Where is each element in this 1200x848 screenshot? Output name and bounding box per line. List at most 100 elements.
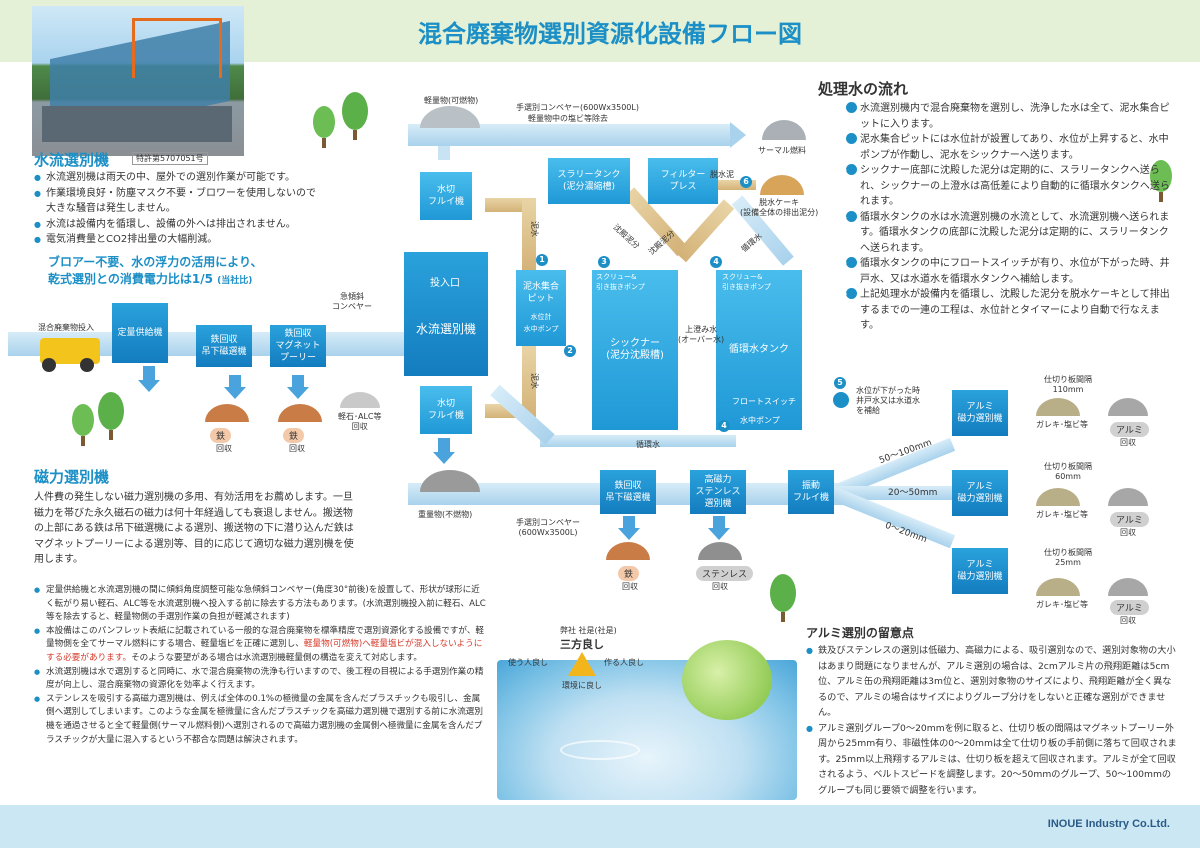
kaishu-label: 回収 xyxy=(622,582,638,591)
water-sorter-bullets: 水流選別機は雨天の中、屋外での選別作業が可能です。 作業環境良好・防塵マスク不要… xyxy=(34,170,324,248)
water-sorter-heading: 水流選別機 xyxy=(34,151,110,169)
screw-pump-label: スクリュー& 引き抜きポンプ xyxy=(596,273,645,291)
mud-water-label: 泥水 xyxy=(530,221,539,237)
highlight-line-1: ブロアー不要、水の浮力の活用により、 xyxy=(48,255,263,269)
iron-tag: 鉄 xyxy=(618,566,640,581)
refill-label: 水位が下がった時 井戸水又は水道水 を補給 xyxy=(856,386,920,415)
arrow-down xyxy=(438,438,450,452)
alumi-tag: アルミ xyxy=(1110,512,1149,527)
ripple-icon xyxy=(560,740,640,760)
screw-pump-label: スクリュー& 引き抜きポンプ xyxy=(722,273,771,291)
step-6-badge: 6 xyxy=(740,176,752,188)
slurry-tank: スラリータンク (泥分濃縮槽) xyxy=(548,158,630,204)
circ-water-label: 循環水 xyxy=(739,231,764,254)
notes-list: 定量供給機と水流選別機の間に傾斜角度調整可能な急傾斜コンベヤー(角度30°前後)… xyxy=(34,584,486,747)
step-1-badge: 1 xyxy=(536,254,548,266)
overflow-label: 上澄み水 (オーバー水) xyxy=(678,325,725,344)
alu-sorter-3: アルミ 磁力選別機 xyxy=(952,548,1008,594)
dewater-screen-top: 水切 フルイ機 xyxy=(420,172,472,220)
iron-tag: 鉄 xyxy=(283,428,305,443)
arrow-down xyxy=(708,528,730,540)
alumi-pile xyxy=(1108,488,1148,506)
kaishu-label: 回収 xyxy=(216,444,232,453)
input-label: 混合廃棄物投入 xyxy=(38,323,94,332)
wheel-icon xyxy=(80,358,94,372)
rubble-label: ガレキ･塩ビ等 xyxy=(1036,510,1088,519)
separator-label: 仕切り板間隔 110mm xyxy=(1044,375,1092,394)
hand-conveyor-top: 手選別コンベヤー(600Wx3500L) xyxy=(516,103,639,112)
tree-icon xyxy=(98,392,124,440)
sanpo-left: 使う人良し xyxy=(508,658,548,667)
arrow-down xyxy=(618,528,640,540)
step-3-badge: 3 xyxy=(598,256,610,268)
thickener: シックナー (泥分沈殿槽) xyxy=(592,270,678,430)
iron-tag: 鉄 xyxy=(210,428,232,443)
alumi-tag: アルミ xyxy=(1110,422,1149,437)
note: 定量供給機と水流選別機の間に傾斜角度調整可能な急傾斜コンベヤー(角度30°前後)… xyxy=(34,584,486,625)
arrow-down xyxy=(623,516,635,528)
filter-press: フィルター プレス xyxy=(648,158,718,204)
stainless-pile xyxy=(698,542,742,560)
circ-water-label: 循環水 xyxy=(636,440,660,449)
bullet: 鉄及びステンレスの選別は低磁力、高磁力による、吸引選別なので、選別対象物の大小は… xyxy=(806,643,1178,721)
magnetic-text: 人件費の発生しない磁力選別機の多用、有効活用をお薦めします。一旦磁力を帯びた永久… xyxy=(34,492,354,565)
sludge-pipe xyxy=(675,199,735,263)
rubble-label: ガレキ･塩ビ等 xyxy=(1036,600,1088,609)
mud-pit: 泥水集合 ピット 水位計 水中ポンプ xyxy=(516,270,566,346)
range-label: 20〜50mm xyxy=(888,488,938,498)
kaishu-label: 回収 xyxy=(1120,438,1136,447)
pumice-pile xyxy=(340,392,380,408)
rubble-label: ガレキ･塩ビ等 xyxy=(1036,420,1088,429)
faucet-icon xyxy=(833,392,849,408)
arrow-down xyxy=(229,375,241,387)
arrow-right xyxy=(730,122,746,148)
tree-icon xyxy=(342,92,368,140)
rubble-pile xyxy=(1036,398,1080,416)
highlight-line-2: 乾式選別との消費電力比は1/5 (当社比) xyxy=(48,272,253,286)
water-flow-heading: 処理水の流れ xyxy=(818,80,909,98)
kaishu-label: 回収 xyxy=(712,582,728,591)
sanpo-title: 三方良し xyxy=(560,638,604,651)
cake-pile xyxy=(760,175,804,195)
alumi-pile xyxy=(1108,398,1148,416)
recycle-leaf-icon xyxy=(682,640,772,720)
step-4-badge: 4 xyxy=(710,256,722,268)
dewater-screen-bottom: 水切 フルイ機 xyxy=(420,386,472,434)
rubble-pile xyxy=(1036,578,1080,596)
sanpo-top: 弊社 社是(社是) xyxy=(560,626,617,635)
aluminum-heading: アルミ選別の留意点 xyxy=(806,626,914,640)
arrow-down xyxy=(433,452,455,464)
magnet-pulley: 鉄回収 マグネット プーリー xyxy=(270,325,326,367)
alumi-pile xyxy=(1108,578,1148,596)
sanpo-bottom: 環境に良し xyxy=(562,681,602,690)
circulation-tank: 循環水タンク xyxy=(716,270,802,430)
note: 本設備はこのパンフレット表紙に記載されている一般的な混合廃棄物を標準精度で選別資… xyxy=(34,625,486,666)
kaishu-label: 回収 xyxy=(1120,616,1136,625)
bullet: 電気消費量とCO2排出量の大幅削減。 xyxy=(34,232,324,248)
suspended-magnet-1: 鉄回収 吊下磁選機 xyxy=(196,325,252,367)
bullet: 水流は設備内を循環し、設備の外へは排出されません。 xyxy=(34,217,324,233)
high-magnetic-separator: 高磁力 ステンレス 選別機 xyxy=(690,470,746,514)
bullet: 作業環境良好・防塵マスク不要・ブロワーを使用しないので大きな騒音は発生しません。 xyxy=(34,186,324,217)
bullet: 水流選別機は雨天の中、屋外での選別作業が可能です。 xyxy=(34,170,324,186)
alu-sorter-2: アルミ 磁力選別機 xyxy=(952,470,1008,516)
suspended-magnet-2: 鉄回収 吊下磁選機 xyxy=(600,470,656,514)
mud-pipe xyxy=(522,198,536,272)
arrow-down xyxy=(287,387,309,399)
arrow-down xyxy=(438,146,450,160)
thermal-pile xyxy=(762,120,806,140)
tree-icon xyxy=(770,574,796,622)
thermal-label: サーマル燃料 xyxy=(758,146,806,155)
vibrating-screen: 振動 フルイ機 xyxy=(788,470,834,514)
alu-sorter-1: アルミ 磁力選別機 xyxy=(952,390,1008,436)
kaishu-label: 回収 xyxy=(289,444,305,453)
pumice-label: 軽石･ALC等 回収 xyxy=(338,412,382,431)
note: 水流選別機は水で選別すると同時に、水で混合廃棄物の洗浄も行いますので、後工程の目… xyxy=(34,666,486,693)
footer-band xyxy=(0,805,1200,848)
note: ステンレスを吸引する高磁力選別機は、例えば全体の0.1%の極微量の金属を含んだプ… xyxy=(34,693,486,747)
tree-icon xyxy=(1150,160,1172,202)
circ-water-pipe xyxy=(540,435,736,447)
patent-badge: 特許第5707051号 xyxy=(132,152,208,165)
